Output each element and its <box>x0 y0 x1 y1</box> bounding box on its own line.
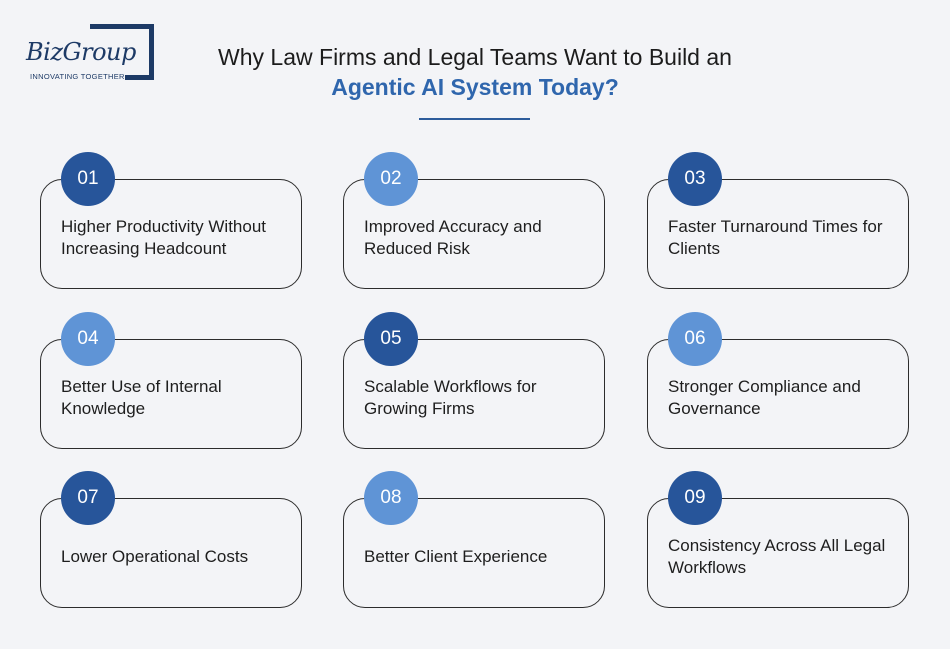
card-label: Lower Operational Costs <box>61 547 249 566</box>
bizgroup-logo: BizGroup INNOVATING TOGETHER <box>24 24 158 84</box>
card-09: Consistency Across All Legal Workflows <box>647 498 909 608</box>
page-title-line-1: Why Law Firms and Legal Teams Want to Bu… <box>218 44 732 70</box>
card-label: Faster Turnaround Times for Clients <box>668 217 883 258</box>
logo-wordmark: BizGroup <box>26 38 138 66</box>
card-label: Higher Productivity Without Increasing H… <box>61 217 267 258</box>
number-badge-01: 01 <box>61 152 115 206</box>
number-badge-08: 08 <box>364 471 418 525</box>
number-badge-04: 04 <box>61 312 115 366</box>
card-label: Improved Accuracy and Reduced Risk <box>364 217 542 258</box>
card-01: Higher Productivity Without Increasing H… <box>40 179 302 289</box>
page-title-line-2: Agentic AI System Today? <box>331 74 619 100</box>
number-badge-06: 06 <box>668 312 722 366</box>
logo-tagline: INNOVATING TOGETHER <box>30 72 125 81</box>
card-label: Scalable Workflows for Growing Firms <box>364 377 537 418</box>
number-badge-05: 05 <box>364 312 418 366</box>
card-label: Stronger Compliance and Governance <box>668 377 861 418</box>
card-label: Consistency Across All Legal Workflows <box>668 536 886 577</box>
card-label: Better Client Experience <box>364 547 548 566</box>
number-badge-02: 02 <box>364 152 418 206</box>
title-underline <box>419 118 530 120</box>
number-badge-09: 09 <box>668 471 722 525</box>
card-label: Better Use of Internal Knowledge <box>61 377 222 418</box>
number-badge-07: 07 <box>61 471 115 525</box>
number-badge-03: 03 <box>668 152 722 206</box>
